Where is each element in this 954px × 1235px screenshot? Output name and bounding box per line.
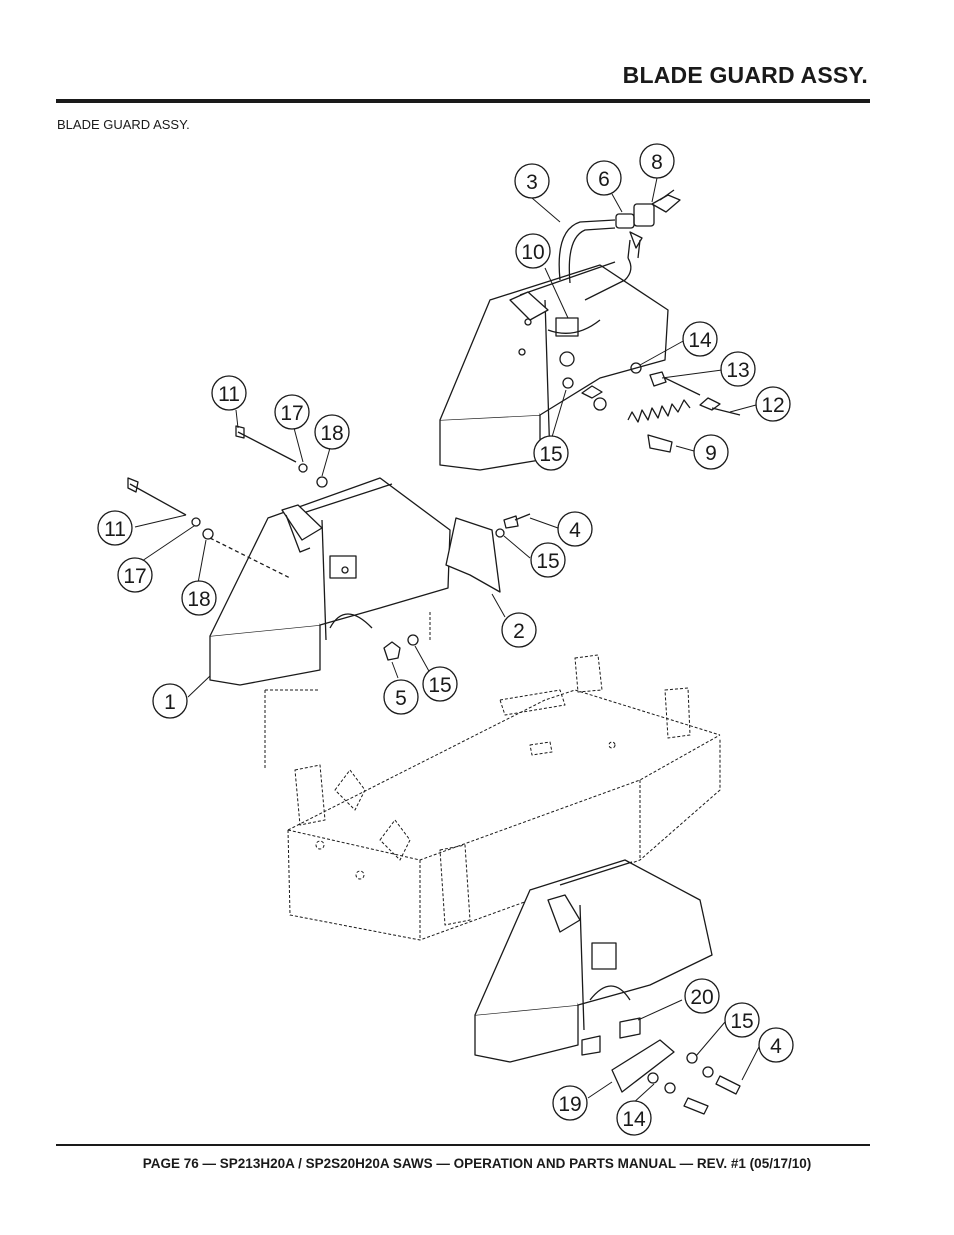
callout-label: 12 bbox=[761, 394, 784, 417]
callout-17: 17 bbox=[274, 394, 310, 430]
callout-label: 4 bbox=[569, 519, 581, 542]
callout-10: 10 bbox=[515, 233, 551, 269]
upper-blade-guard bbox=[439, 257, 669, 471]
bolts-and-washers bbox=[127, 425, 328, 579]
figure-caption: BLADE GUARD ASSY. bbox=[57, 117, 190, 132]
callout-8: 8 bbox=[639, 143, 675, 179]
callout-label: 6 bbox=[598, 168, 610, 191]
spring-and-bolts bbox=[581, 362, 741, 453]
callout-label: 19 bbox=[558, 1093, 581, 1116]
nut-and-washer bbox=[383, 634, 419, 661]
callout-17: 17 bbox=[117, 557, 153, 593]
callout-15: 15 bbox=[422, 666, 458, 702]
callout-label: 15 bbox=[539, 443, 562, 466]
callout-label: 3 bbox=[526, 171, 538, 194]
callout-label: 17 bbox=[123, 565, 146, 588]
callout-label: 18 bbox=[320, 422, 343, 445]
callout-label: 9 bbox=[705, 442, 717, 465]
callout-label: 1 bbox=[164, 691, 176, 714]
callout-label: 11 bbox=[104, 518, 126, 541]
callout-1: 1 bbox=[152, 683, 188, 719]
leader-lines bbox=[134, 177, 761, 1105]
callout-label: 18 bbox=[187, 588, 210, 611]
callout-11: 11 bbox=[97, 510, 133, 546]
callout-label: 14 bbox=[622, 1108, 646, 1131]
page-title: BLADE GUARD ASSY. bbox=[622, 62, 868, 88]
callout-label: 2 bbox=[513, 620, 525, 643]
callout-label: 15 bbox=[730, 1010, 753, 1033]
callout-label: 13 bbox=[726, 359, 749, 382]
callout-label: 5 bbox=[395, 687, 407, 710]
callout-19: 19 bbox=[552, 1085, 588, 1121]
callout-4: 4 bbox=[758, 1027, 794, 1063]
saw-frame bbox=[264, 610, 721, 941]
callout-15: 15 bbox=[724, 1002, 760, 1038]
callout-18: 18 bbox=[314, 414, 350, 450]
callout-14: 14 bbox=[682, 321, 718, 357]
callout-9: 9 bbox=[693, 434, 729, 470]
callout-13: 13 bbox=[720, 351, 756, 387]
callout-label: 10 bbox=[521, 241, 544, 264]
callout-5: 5 bbox=[383, 679, 419, 715]
callout-label: 11 bbox=[218, 383, 240, 406]
callout-label: 20 bbox=[690, 986, 713, 1009]
callout-numbers: 3 6 8 10 14 13 12 15 9 11 17 18 11 17 18… bbox=[97, 143, 794, 1136]
callout-label: 8 bbox=[651, 151, 663, 174]
callout-12: 12 bbox=[755, 386, 791, 422]
middle-blade-guard bbox=[209, 477, 451, 686]
callout-15: 15 bbox=[530, 542, 566, 578]
callout-2: 2 bbox=[501, 612, 537, 648]
callout-label: 14 bbox=[688, 329, 712, 352]
cover-plate bbox=[445, 513, 531, 593]
callout-label: 17 bbox=[280, 402, 303, 425]
header-rule bbox=[56, 99, 870, 103]
page-footer: PAGE 76 — SP213H20A / SP2S20H20A SAWS — … bbox=[142, 1156, 812, 1171]
callout-14: 14 bbox=[616, 1100, 652, 1136]
callout-6: 6 bbox=[586, 160, 622, 196]
water-hose bbox=[558, 189, 681, 284]
callout-3: 3 bbox=[514, 163, 550, 199]
callout-label: 15 bbox=[536, 550, 559, 573]
footer-rule bbox=[56, 1144, 870, 1146]
callout-4: 4 bbox=[557, 511, 593, 547]
lower-blade-guard bbox=[474, 859, 741, 1115]
callout-label: 15 bbox=[428, 674, 451, 697]
callout-11: 11 bbox=[211, 375, 247, 411]
callout-15: 15 bbox=[533, 435, 569, 471]
callout-18: 18 bbox=[181, 580, 217, 616]
callout-20: 20 bbox=[684, 978, 720, 1014]
callout-label: 4 bbox=[770, 1035, 782, 1058]
